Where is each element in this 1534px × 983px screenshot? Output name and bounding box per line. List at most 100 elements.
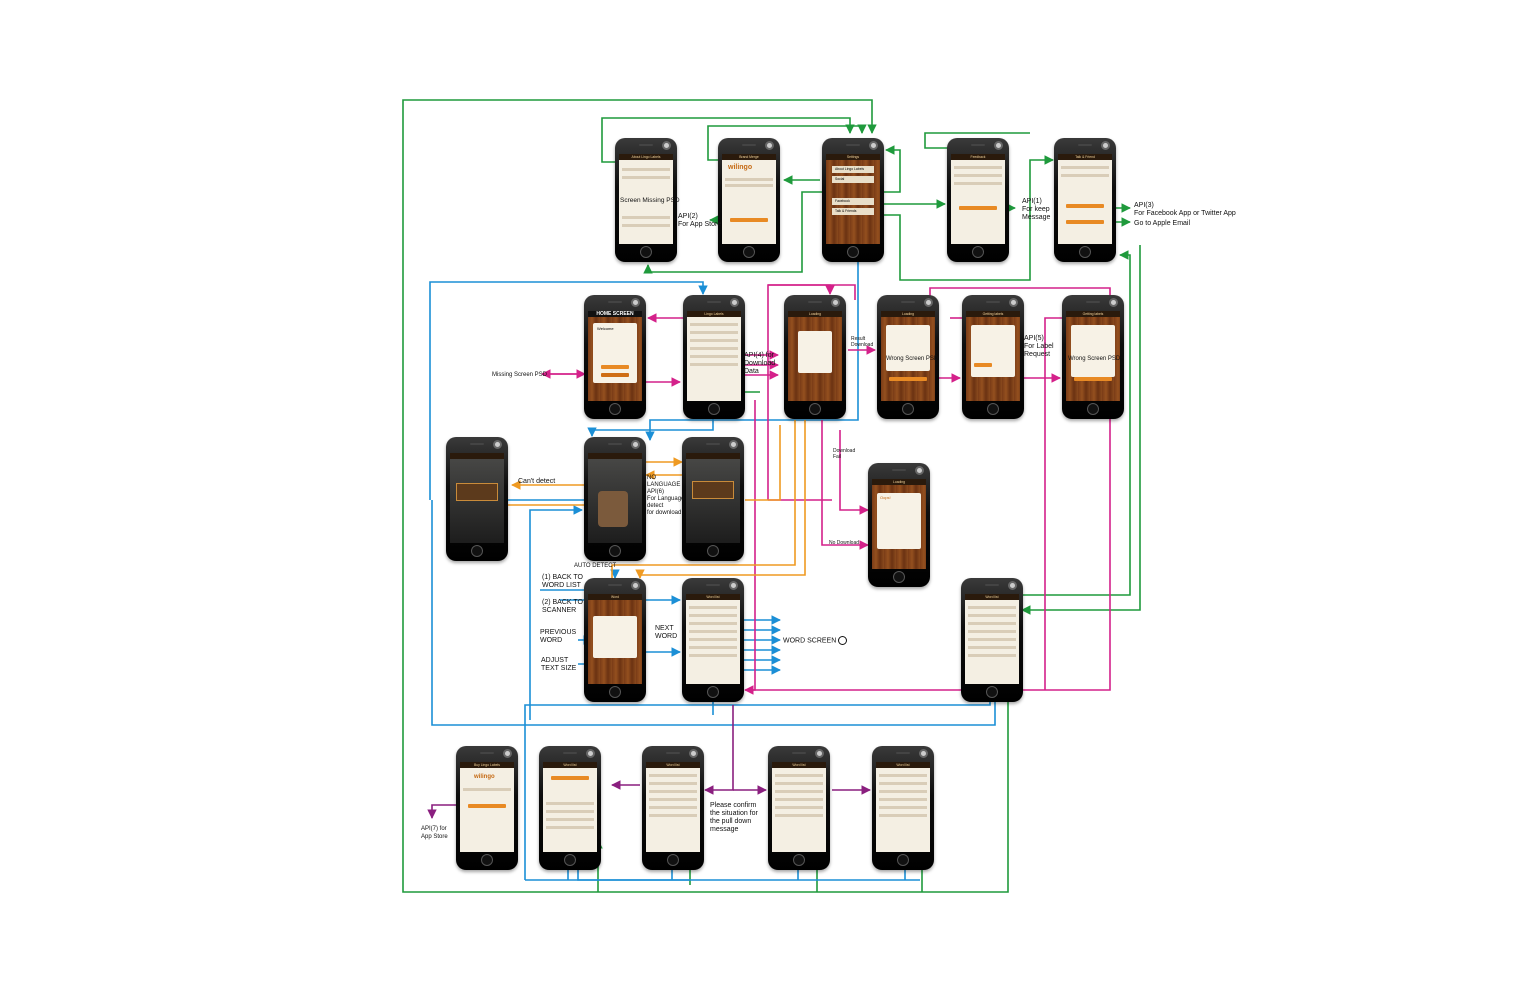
home-button-icon[interactable] [743,246,755,258]
screen-loading-3: Loading Oops! [872,479,926,569]
screen-buy: Buy Lingo Labels wilingo [460,762,514,852]
camera-icon [729,581,738,590]
phone-brand[interactable]: Brand Merge wilingo [718,138,780,262]
screen-word: Word [588,594,642,684]
circle-marker-icon [838,636,848,645]
phone-word-list[interactable]: Word list [682,578,744,702]
buy-logo: wilingo [474,774,495,780]
home-button-icon[interactable] [809,403,821,415]
back-scanner-label: (2) BACK TO SCANNER [542,599,583,614]
phone-getting-1[interactable]: Getting labels [962,295,1024,419]
request-button[interactable] [974,363,992,367]
home-button-icon[interactable] [902,403,914,415]
phone-list-b2[interactable]: Word list [539,746,601,870]
camera-icon [994,141,1003,150]
api4-label: API(4) for Download Data [744,352,776,375]
camera-icon [1009,298,1018,307]
screen-scanner-lang [686,453,740,543]
phone-loading-1[interactable]: Loading [784,295,846,419]
api1-label: API(1) For keep Message [1022,198,1051,221]
home-button-icon[interactable] [707,686,719,698]
home-button-icon[interactable] [986,686,998,698]
phone-list-b3[interactable]: Word list [642,746,704,870]
phone-loading-3[interactable]: Loading Oops! [868,463,930,587]
phone-word[interactable]: Word [584,578,646,702]
home-button-icon[interactable] [1087,403,1099,415]
camera-icon [689,749,698,758]
chair-photo [598,491,628,527]
phone-scanner-lang[interactable] [682,437,744,561]
camera-icon [729,440,738,449]
no-download-label: No Download [829,540,860,546]
camera-icon [662,141,671,150]
home-button-icon[interactable] [987,403,999,415]
api2-label: API(2) For App Store [678,213,722,228]
back-word-list-label: (1) BACK TO WORD LIST [542,574,583,589]
camera-icon [869,141,878,150]
share-button[interactable] [1066,204,1104,208]
phone-tell-friend[interactable]: Talk & Friend [1054,138,1116,262]
wrong-psd-note-1: Wrong Screen PSD [886,356,939,362]
home-button-icon[interactable] [667,854,679,866]
api3-label: API(3) For Facebook App or Twitter App [1134,202,1236,217]
settings-item-friends[interactable]: Talk & Friends [832,208,874,215]
home-button-icon[interactable] [564,854,576,866]
camera-icon [631,440,640,449]
phone-list-b4[interactable]: Word list [768,746,830,870]
home-button-icon[interactable] [609,686,621,698]
home-button-icon[interactable] [972,246,984,258]
screen-scanner [588,453,642,543]
home-button-icon[interactable] [481,854,493,866]
no-language-label: NO LANGUAGE API(6) For Language detect f… [647,475,685,516]
phone-buy[interactable]: Buy Lingo Labels wilingo [456,746,518,870]
phone-scanner-fail[interactable] [446,437,508,561]
retry-button[interactable] [889,377,927,381]
camera-icon [1008,581,1017,590]
phone-scanner[interactable] [584,437,646,561]
camera-icon [493,440,502,449]
screen-settings: Settings About Lingo Labels Social Faceb… [826,154,880,244]
camera-icon [631,298,640,307]
home-button-icon[interactable] [471,545,483,557]
camera-icon [919,749,928,758]
scan-button[interactable] [601,373,629,377]
phone-about[interactable]: About Lingo Labels [615,138,677,262]
missing-psd-note: Screen Missing PSD [620,197,680,204]
send-button[interactable] [959,206,997,210]
settings-item-facebook[interactable]: Facebook [832,198,874,205]
home-button-icon[interactable] [708,403,720,415]
buy-button[interactable] [468,804,506,808]
phone-word-list-right[interactable]: Word list [961,578,1023,702]
ok-button[interactable] [1074,377,1112,381]
phone-list-b5[interactable]: Word list [872,746,934,870]
phone-feedback[interactable]: Feedback [947,138,1009,262]
screen-loading-2: Loading [881,311,935,401]
previous-word-label: PREVIOUS WORD [540,629,577,644]
phone-settings[interactable]: Settings About Lingo Labels Social Faceb… [822,138,884,262]
phone-loading-2[interactable]: Loading [877,295,939,419]
home-button-icon[interactable] [609,403,621,415]
home-button-icon[interactable] [640,246,652,258]
phone-home[interactable]: HOME SCREEN Welcome [584,295,646,419]
home-button-icon[interactable] [847,246,859,258]
camera-icon [730,298,739,307]
settings-item-social[interactable]: Social [832,176,874,183]
home-button-icon[interactable] [707,545,719,557]
screen-loading-1: Loading [788,311,842,401]
settings-item-about[interactable]: About Lingo Labels [832,166,874,173]
screen-list-b2: Word list [543,762,597,852]
app-store-button[interactable] [730,218,768,222]
home-button-icon[interactable] [897,854,909,866]
home-button-icon[interactable] [793,854,805,866]
phone-getting-2[interactable]: Getting labels [1062,295,1124,419]
email-button[interactable] [1066,220,1104,224]
phone-labels[interactable]: Lingo Labels [683,295,745,419]
screen-tell-friend: Talk & Friend [1058,154,1112,244]
camera-icon [631,581,640,590]
home-button-icon[interactable] [893,571,905,583]
start-button[interactable] [601,365,629,369]
camera-icon [815,749,824,758]
screen-list-b4: Word list [772,762,826,852]
home-button-icon[interactable] [1079,246,1091,258]
home-button-icon[interactable] [609,545,621,557]
